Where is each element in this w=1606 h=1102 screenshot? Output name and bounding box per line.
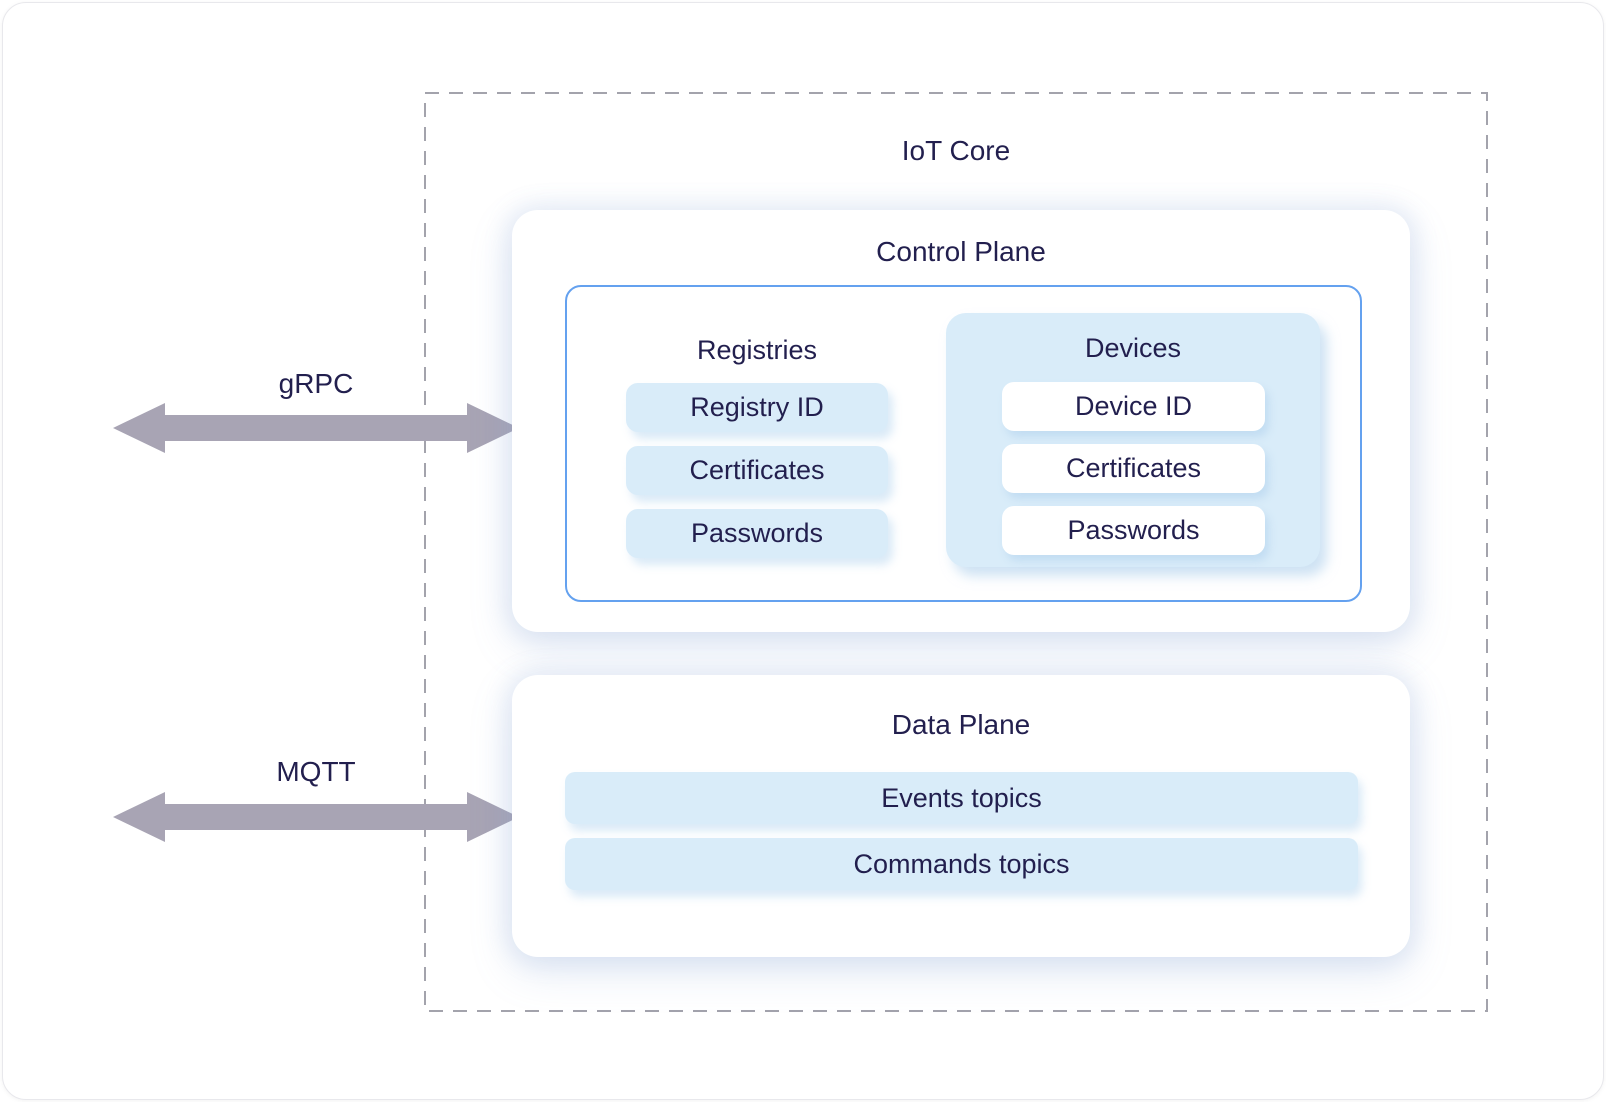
grpc-label: gRPC — [278, 368, 354, 399]
iot-core-title: IoT Core — [901, 135, 1011, 166]
registry-certificates-pill: Certificates — [626, 446, 888, 495]
device-id-pill: Device ID — [1002, 382, 1265, 431]
registries-title: Registries — [696, 335, 818, 365]
mqtt-label: MQTT — [276, 756, 356, 787]
registry-passwords-pill: Passwords — [626, 509, 888, 558]
devices-panel: Devices Device ID Certificates Passwords — [946, 313, 1320, 567]
mqtt-double-arrow-icon — [113, 792, 519, 842]
commands-topics-row: Commands topics — [565, 838, 1358, 890]
control-plane-box: Control Plane Registries Registry ID Cer… — [512, 210, 1410, 632]
events-topics-row: Events topics — [565, 772, 1358, 824]
device-certificates-pill: Certificates — [1002, 444, 1265, 493]
devices-title: Devices — [1084, 333, 1182, 363]
control-plane-inner-box: Registries Registry ID Certificates Pass… — [565, 285, 1362, 602]
registry-id-pill: Registry ID — [626, 383, 888, 432]
device-passwords-pill: Passwords — [1002, 506, 1265, 555]
control-plane-title: Control Plane — [876, 236, 1046, 267]
data-plane-box: Data Plane Events topics Commands topics — [512, 675, 1410, 957]
data-plane-title: Data Plane — [891, 709, 1031, 740]
grpc-double-arrow-icon — [113, 403, 519, 453]
iot-core-dashed-border — [424, 92, 1488, 1012]
